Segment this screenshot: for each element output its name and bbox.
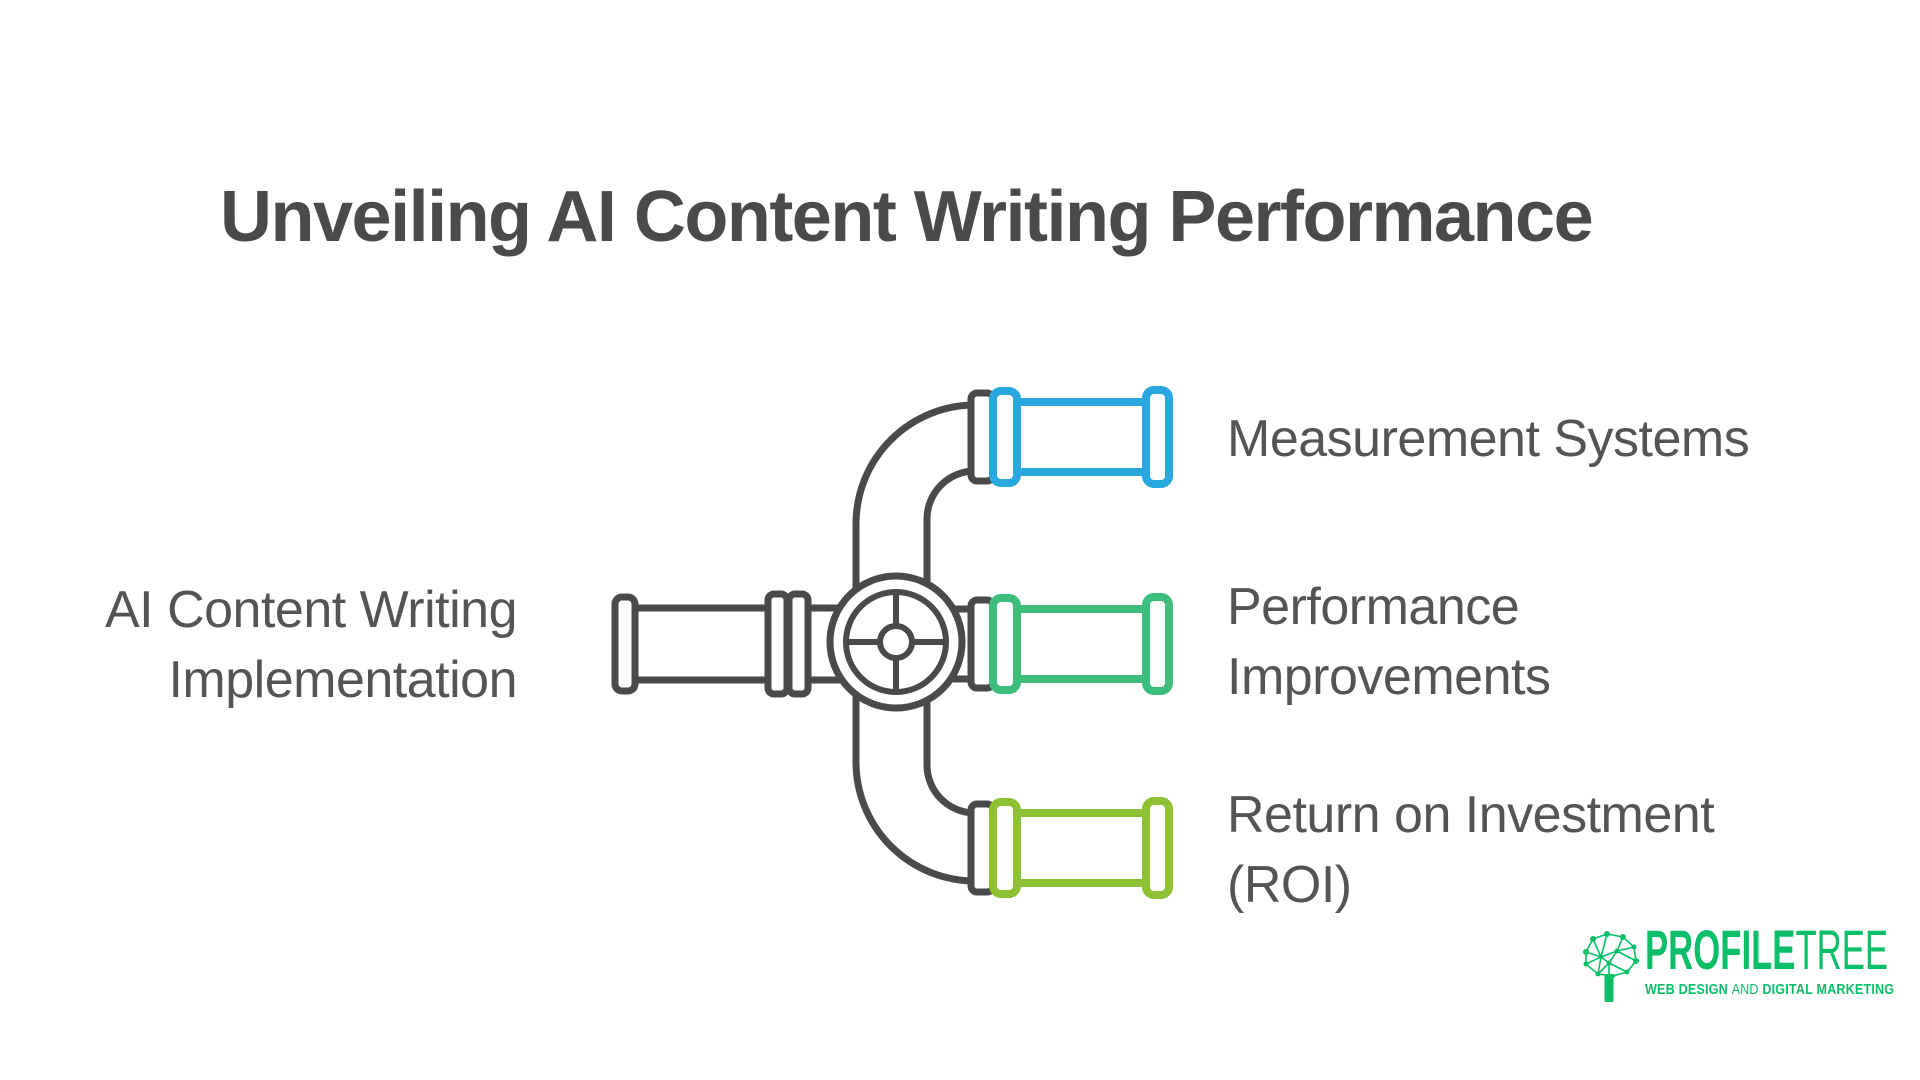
input-label: AI Content Writing Implementation: [60, 575, 518, 715]
valve-icon: [826, 572, 966, 712]
input-label-line1: AI Content Writing: [104, 581, 518, 639]
profiletree-tree-icon: [1583, 931, 1639, 1002]
profiletree-wordmark: PROFILETREE: [1645, 918, 1889, 981]
branch-label-performance-improvements: Performance Improvements: [1227, 578, 1551, 706]
profiletree-logo: PROFILETREE WEB DESIGN AND DIGITAL MARKE…: [1578, 922, 1894, 1008]
branch-pipe-measurement-systems: [967, 386, 1173, 488]
branch-pipe-return-on-investment: [967, 797, 1173, 899]
branch-label-return-on-investment: Return on Investment (ROI): [1227, 786, 1715, 914]
profiletree-tagline: WEB DESIGN AND DIGITAL MARKETING: [1645, 981, 1895, 998]
input-label-line2: Implementation: [168, 651, 517, 709]
bottom-elbow-pipe: [852, 670, 976, 885]
branch-pipe-performance-improvements: [967, 593, 1173, 695]
input-pipe: [611, 590, 890, 698]
page-title: Unveiling AI Content Writing Performance: [220, 177, 1594, 257]
branch-label-measurement-systems: Measurement Systems: [1227, 410, 1750, 468]
top-elbow-pipe: [852, 401, 976, 615]
